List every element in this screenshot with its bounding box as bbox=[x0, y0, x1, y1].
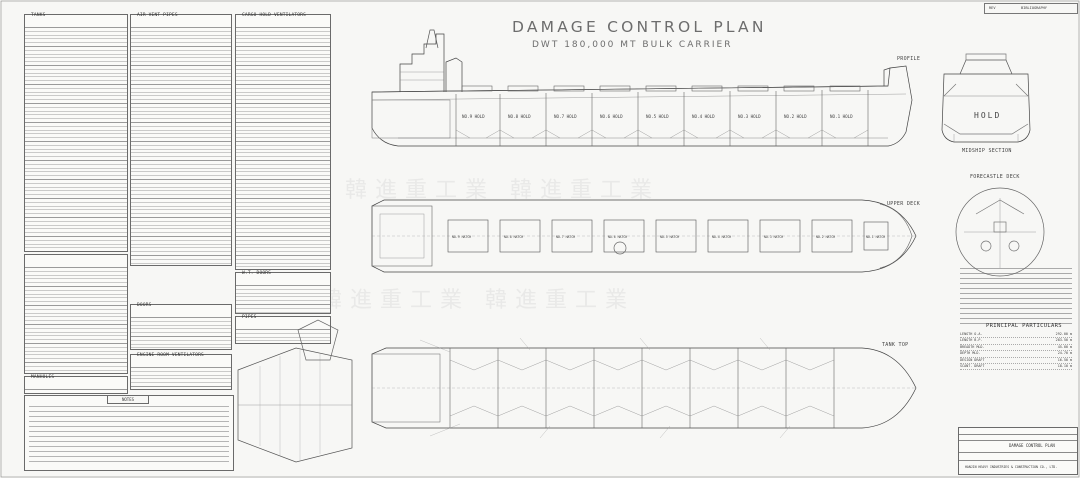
hold-label: NO.2 HOLD bbox=[784, 114, 807, 119]
air-vent-pipes-table: AIR VENT PIPES bbox=[130, 13, 232, 266]
hatch-label: NO.3 HATCH bbox=[764, 235, 783, 239]
midship-label: MIDSHIP SECTION bbox=[962, 148, 1012, 154]
hatch-label: NO.2 HATCH bbox=[816, 235, 835, 239]
tanks-table: TANKS bbox=[24, 13, 128, 252]
title-block-company: HANJIN HEAVY INDUSTRIES & CONSTRUCTION C… bbox=[965, 465, 1058, 469]
principal-particulars-title: PRINCIPAL PARTICULARS bbox=[986, 323, 1062, 329]
hold-label: NO.9 HOLD bbox=[462, 114, 485, 119]
table-rows bbox=[25, 264, 127, 373]
table-caption: CARGO HOLD VENTILATORS bbox=[242, 13, 307, 18]
hatch-label: NO.6 HATCH bbox=[608, 235, 627, 239]
forecastle-label: FORECASTLE DECK bbox=[970, 174, 1020, 180]
hatch-label: NO.1 HATCH bbox=[866, 235, 885, 239]
upper-deck-view bbox=[371, 199, 917, 273]
title-block-drawing-name: DAMAGE CONTROL PLAN bbox=[1009, 443, 1055, 448]
table-caption: DOORS bbox=[137, 303, 152, 308]
table-caption: MANHOLES bbox=[31, 375, 55, 380]
upper-deck-label: UPPER DECK bbox=[887, 201, 921, 207]
hatch-label: NO.5 HATCH bbox=[660, 235, 679, 239]
bibliography-box: REV BIBLIOGRAPHY bbox=[984, 3, 1078, 14]
tanks-lower-table bbox=[24, 254, 128, 374]
forecastle-deck-view bbox=[955, 187, 1045, 277]
pipes-table: PIPES bbox=[235, 315, 331, 344]
drawing-subtitle: DWT 180,000 MT BULK CARRIER bbox=[532, 40, 733, 50]
bow-detail-view bbox=[237, 347, 353, 463]
hold-label: NO.4 HOLD bbox=[692, 114, 715, 119]
bibliography-label: BIBLIOGRAPHY bbox=[1021, 6, 1047, 10]
table-caption: PIPES bbox=[242, 315, 257, 320]
watermark: 韓進重工業 韓進重工業 bbox=[320, 288, 635, 313]
table-rows bbox=[236, 326, 330, 343]
table-rows bbox=[131, 364, 231, 389]
cargo-hold-ventilators-table: CARGO HOLD VENTILATORS bbox=[235, 13, 331, 270]
table-rows bbox=[131, 24, 231, 265]
right-notes bbox=[960, 264, 1072, 324]
doors-table: DOORS bbox=[130, 303, 232, 350]
table-caption: TANKS bbox=[31, 13, 46, 18]
tank-top-label: TANK TOP bbox=[882, 342, 909, 348]
tank-top-view bbox=[371, 337, 917, 439]
notes-header: NOTES bbox=[107, 395, 149, 404]
table-rows bbox=[236, 24, 330, 269]
hatch-label: NO.4 HATCH bbox=[712, 235, 731, 239]
table-caption: AIR VENT PIPES bbox=[137, 13, 178, 18]
hold-label: NO.8 HOLD bbox=[508, 114, 531, 119]
hold-label: NO.7 HOLD bbox=[554, 114, 577, 119]
notes-box: NOTES bbox=[24, 395, 234, 471]
table-caption: W.T. DOORS bbox=[242, 271, 272, 276]
table-rows bbox=[25, 386, 127, 393]
funnel-detail bbox=[297, 319, 339, 361]
hold-label: NO.5 HOLD bbox=[646, 114, 669, 119]
table-rows bbox=[131, 314, 231, 349]
manholes-table: MANHOLES bbox=[24, 375, 128, 394]
hatch-label: NO.8 HATCH bbox=[504, 235, 523, 239]
principal-particulars: LENGTH O.A.292.00 m LENGTH B.P.283.50 m … bbox=[960, 332, 1072, 371]
title-block: DAMAGE CONTROL PLAN HANJIN HEAVY INDUSTR… bbox=[958, 427, 1078, 475]
hold-label: NO.6 HOLD bbox=[600, 114, 623, 119]
table-rows bbox=[25, 24, 127, 251]
drawing-title: DAMAGE CONTROL PLAN bbox=[512, 18, 767, 36]
watertight-doors-table: W.T. DOORS bbox=[235, 271, 331, 314]
profile-view bbox=[371, 29, 913, 147]
profile-label: PROFILE bbox=[897, 56, 921, 62]
hatch-label: NO.7 HATCH bbox=[556, 235, 575, 239]
hold-label: NO.3 HOLD bbox=[738, 114, 761, 119]
table-caption: ENGINE ROOM VENTILATORS bbox=[137, 353, 204, 358]
midship-section-view bbox=[941, 53, 1031, 143]
midship-hold-label: HOLD bbox=[974, 111, 1001, 120]
engine-room-ventilators-table: ENGINE ROOM VENTILATORS bbox=[130, 353, 232, 390]
hold-label: NO.1 HOLD bbox=[830, 114, 853, 119]
hatch-label: NO.9 HATCH bbox=[452, 235, 471, 239]
table-rows bbox=[236, 282, 330, 313]
